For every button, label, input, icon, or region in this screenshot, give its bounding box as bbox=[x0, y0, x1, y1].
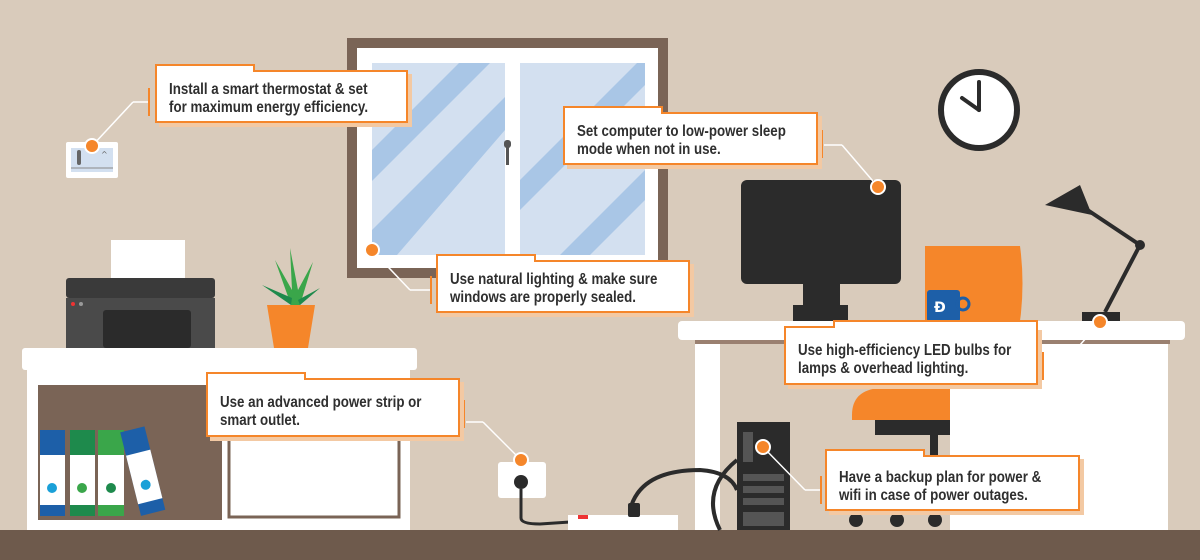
pc-tower-icon bbox=[711, 422, 790, 531]
power-strip-icon bbox=[568, 467, 739, 530]
wall-outlet-icon bbox=[498, 462, 571, 526]
tip-thermostat-line2: for maximum energy efficiency. bbox=[169, 99, 369, 116]
mug-icon: Ð bbox=[927, 290, 971, 322]
thermostat-icon: ^ bbox=[66, 142, 118, 178]
monitor-icon bbox=[741, 180, 901, 322]
tip-power-strip-line1: Use an advanced power strip or bbox=[220, 394, 422, 411]
tip-computer-line2: mode when not in use. bbox=[577, 141, 721, 158]
tip-power-strip-line2: smart outlet. bbox=[220, 412, 300, 429]
tip-window-line1: Use natural lighting & make sure bbox=[450, 271, 658, 288]
desk-lamp-icon bbox=[1045, 185, 1145, 322]
clock-icon bbox=[938, 69, 1020, 151]
tip-backup-line2: wifi in case of power outages. bbox=[839, 487, 1028, 504]
svg-text:^: ^ bbox=[101, 150, 108, 159]
tip-led-line2: lamps & overhead lighting. bbox=[798, 360, 969, 377]
printer-icon bbox=[66, 240, 215, 348]
tip-computer-line1: Set computer to low-power sleep bbox=[577, 123, 786, 140]
plant-icon bbox=[262, 248, 320, 348]
tip-thermostat-line1: Install a smart thermostat & set bbox=[169, 81, 368, 98]
thermostat-hotspot[interactable] bbox=[84, 138, 100, 154]
tip-backup: Have a backup plan for power &wifi in ca… bbox=[825, 449, 1080, 511]
lamp-hotspot[interactable] bbox=[1092, 314, 1108, 330]
pc-hotspot[interactable] bbox=[755, 439, 771, 455]
svg-text:Ð: Ð bbox=[934, 300, 946, 316]
binder-icon bbox=[40, 426, 166, 516]
computer-hotspot[interactable] bbox=[870, 179, 886, 195]
floor bbox=[0, 530, 1200, 560]
tip-window-line2: windows are properly sealed. bbox=[450, 289, 636, 306]
tip-backup-line1: Have a backup plan for power & bbox=[839, 469, 1042, 486]
window-hotspot[interactable] bbox=[364, 242, 380, 258]
outlet-hotspot[interactable] bbox=[513, 452, 529, 468]
tip-led-line1: Use high-efficiency LED bulbs for bbox=[798, 342, 1012, 359]
